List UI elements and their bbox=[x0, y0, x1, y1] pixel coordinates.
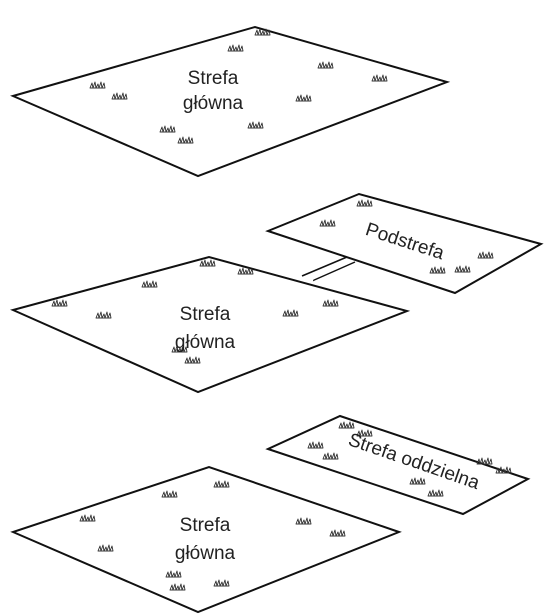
diagram-2-main-with-subzone: Podstrefa Strefa główna bbox=[10, 192, 544, 394]
subzone-shape bbox=[265, 192, 544, 295]
main-zone-label-line1: Strefa bbox=[180, 304, 231, 325]
main-zone-label-line2: główna bbox=[175, 332, 236, 353]
diagram-1-main-zone-only: Strefa główna bbox=[10, 25, 451, 178]
diagram-3-main-with-separate-zone: Strefa oddzielna Strefa główna bbox=[10, 414, 531, 614]
zone-connector bbox=[301, 256, 356, 282]
main-zone-label-line2: główna bbox=[175, 543, 236, 564]
main-zone-shape bbox=[10, 255, 411, 394]
main-zone-label-line1: Strefa bbox=[180, 515, 231, 536]
main-zone-label-line1: Strefa bbox=[188, 68, 239, 89]
separate-zone-shape bbox=[265, 414, 531, 516]
main-zone-label-line2: główna bbox=[183, 93, 244, 114]
main-zone-shape bbox=[10, 465, 402, 614]
main-zone-shape bbox=[10, 25, 451, 178]
